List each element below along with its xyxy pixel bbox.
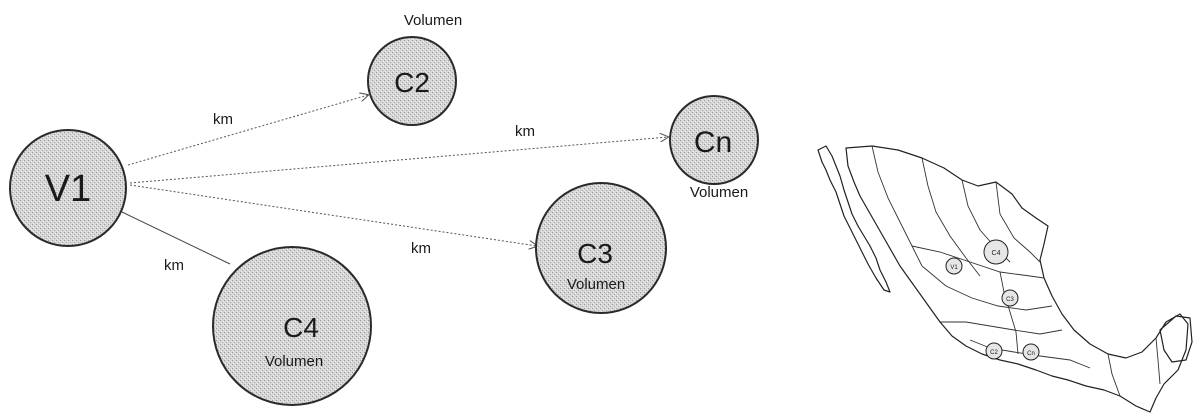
edge-label-v1-c4: km [164,257,184,274]
map-border-1 [871,145,923,267]
map-border-6 [921,265,1053,311]
map-mainland [845,145,1189,413]
node-cn-volume: Volumen [690,184,748,201]
map-marker-c4-circle [983,239,1009,265]
map-border-4 [995,181,1041,263]
map-border-5 [911,245,1045,279]
map-marker-c3-circle [1001,289,1019,307]
map-marker-v1-label: V1 [950,265,958,271]
node-c3-label: C3 [577,238,613,269]
edge-v1-c3 [129,184,537,246]
node-c2: Volumen C2 [367,12,462,126]
map-marker-cn: Cn [1022,343,1040,361]
map-marker-c4: C4 [983,239,1009,265]
map-marker-v1: V1 [945,257,963,275]
map-marker-c2-label: C2 [990,350,998,356]
map-border-10 [1107,353,1121,397]
node-v1-circle [9,129,127,247]
map-marker-v1-circle [945,257,963,275]
map-marker-c3: C3 [1001,289,1019,307]
node-c2-label: C2 [394,67,430,98]
edge-label-v1-cn: km [515,123,535,140]
map-marker-cn-circle [1022,343,1040,361]
map-border-11 [1155,337,1161,385]
node-c3: C3 Volumen [535,182,667,314]
map-marker-c3-label: C3 [1006,297,1014,303]
node-c3-volume: Volumen [567,276,625,293]
edge-label-v1-c3: km [411,240,431,257]
node-c4: C4 Volumen [212,246,372,406]
node-cn: Cn Volumen [669,95,759,201]
node-c4-volume: Volumen [265,353,323,370]
node-c4-label: C4 [283,312,319,343]
map-marker-c4-label: C4 [992,250,1001,257]
node-c3-circle [535,182,667,314]
node-c2-volume: Volumen [404,12,462,29]
edges [121,95,668,265]
map-yucatan [1159,315,1193,363]
map-marker-cn-label: Cn [1027,351,1035,357]
node-cn-circle [669,95,759,185]
map-baja-california [817,145,891,293]
node-v1-label: V1 [45,168,91,210]
node-v1: V1 [9,129,127,247]
edge-v1-c2 [127,95,368,166]
edge-label-v1-c2: km [213,111,233,128]
edge-v1-cn [129,137,668,184]
node-c4-circle [212,246,372,406]
node-cn-label: Cn [694,126,732,159]
map-marker-c2: C2 [985,342,1003,360]
map-marker-c2-circle [985,342,1003,360]
node-c2-circle [367,36,457,126]
map-border-7 [940,321,1063,335]
mexico-map: V1 C4 C3 C2 Cn [817,145,1193,413]
edge-v1-c4 [121,211,231,265]
edge-labels: km km km km [164,111,535,274]
map-border-9 [999,271,1019,355]
